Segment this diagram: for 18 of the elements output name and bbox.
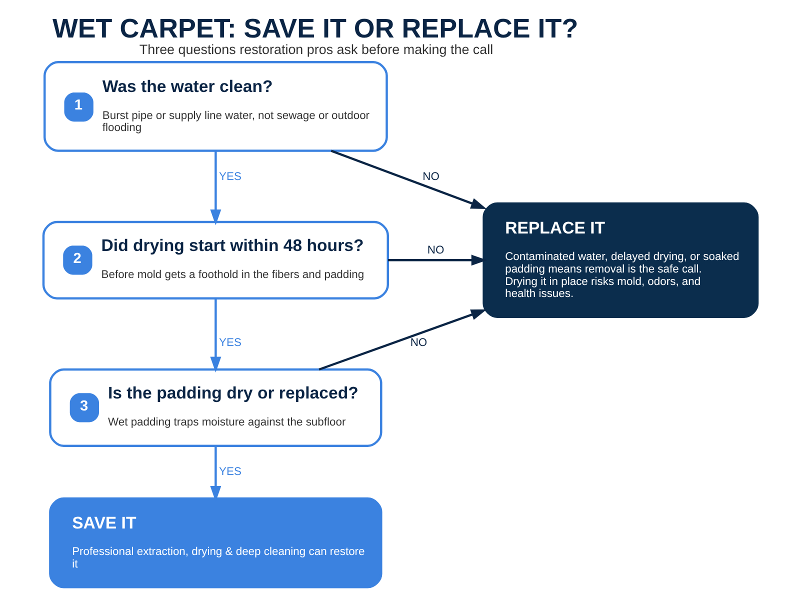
- edge-label: NO: [422, 170, 439, 183]
- arrow: [210, 298, 221, 372]
- arrow: [330, 150, 486, 209]
- edge-label: YES: [218, 336, 241, 349]
- node-box: 1 Was the water clean? Burst pipe or supply line water, not sewage or outdoor flooding: [42, 61, 388, 152]
- edge-label: YES: [218, 466, 241, 478]
- node-box: SAVE IT Professional extraction, drying & deep cleaning can restore it: [48, 497, 382, 588]
- arrow: [388, 254, 487, 266]
- node-box: 3 Is the padding dry or replaced? Wet padding traps moisture against the subfloor: [48, 368, 382, 447]
- arrow: [318, 309, 486, 371]
- diagram-title: WET CARPET: SAVE IT OR REPLACE IT?: [52, 14, 578, 44]
- node-box: 2 Did drying start within 48 hours? Before mold gets a foothold in the fibers and padding: [42, 220, 388, 300]
- edge-label: NO: [426, 244, 444, 256]
- arrow: [210, 151, 221, 226]
- node-box: REPLACE IT Contaminated water, delayed drying, or soaked padding means removal is the safe call. Drying it in place risks mold, odors, and health issues.: [482, 202, 758, 318]
- edge-label: NO: [410, 336, 427, 349]
- edge-label: YES: [218, 170, 241, 183]
- caption: Three questions restoration pros ask before making the call: [138, 42, 493, 57]
